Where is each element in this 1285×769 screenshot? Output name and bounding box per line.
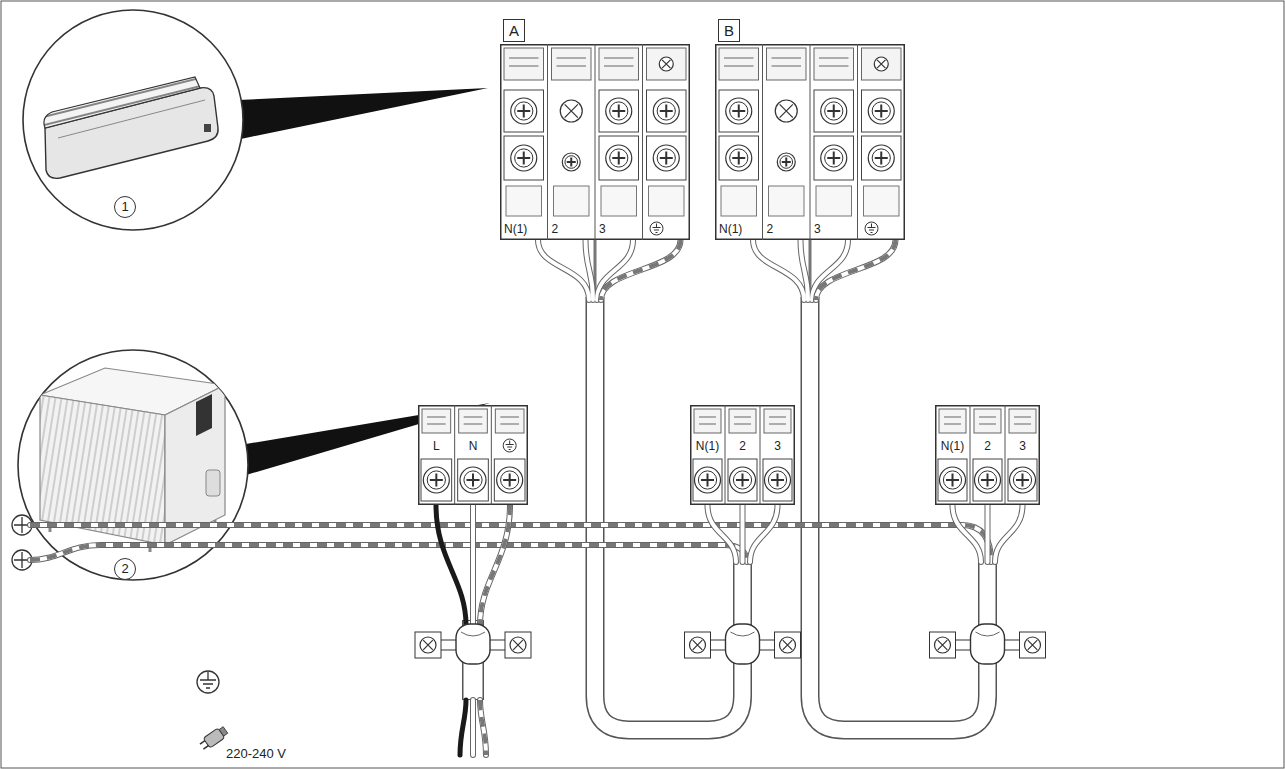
plug-icon [198,725,229,751]
terminal-block-outline [690,405,795,505]
unit-letter: A [503,19,525,42]
callout: 2 [114,558,136,580]
terminal-label: 2 [552,223,559,235]
callout-number: 1 [114,196,136,218]
terminal-block-outline [935,405,1040,505]
terminal-label: 3 [814,223,821,235]
callout-number: 2 [114,558,136,580]
terminal-label: 3 [599,223,606,235]
unit-letter: B [718,19,740,42]
terminal-label: N [469,440,478,452]
terminal-block: AN(1)23 [500,44,690,240]
note: 220-240 V [226,744,286,762]
terminal-label: 2 [984,440,991,452]
terminal-label-row: N(1) 2 3 [500,219,690,238]
terminal-block: N(1) 2 3 [690,405,795,505]
cable-connector [810,240,988,730]
terminal-block-outline [500,44,690,240]
terminal-label-row: N(1) 2 3 [715,219,905,238]
terminal-block: BN(1)23 [715,44,905,240]
voltage-label: 220-240 V [226,747,286,760]
terminal-label-row: LN [418,436,528,455]
unit-tag: A [503,19,525,42]
cable-clamp [415,624,1046,664]
terminal-label: L [433,440,440,452]
terminal-label: 3 [774,440,781,452]
terminal-block-outline [715,44,905,240]
cable-connector [595,240,743,730]
terminal-label: N(1) [719,223,742,235]
terminal-label-row: N(1) 2 3 [690,436,795,455]
detail-circle [23,10,243,230]
terminal-block-outline [418,405,528,505]
terminal-label: N(1) [696,440,719,452]
terminal-label: 2 [739,440,746,452]
terminal-label: 3 [1019,440,1026,452]
unit-tag: B [718,19,740,42]
terminal-block: N(1) 2 3 [935,405,1040,505]
terminal-block: LN [418,405,528,505]
ground-symbol [12,515,219,693]
pointer-wedge [236,88,488,140]
terminal-label: 2 [767,223,774,235]
callout: 1 [114,196,136,218]
terminal-label-row: N(1) 2 3 [935,436,1040,455]
terminal-label: N(1) [504,223,527,235]
terminal-label: N(1) [941,440,964,452]
indoor-unit [44,77,218,178]
